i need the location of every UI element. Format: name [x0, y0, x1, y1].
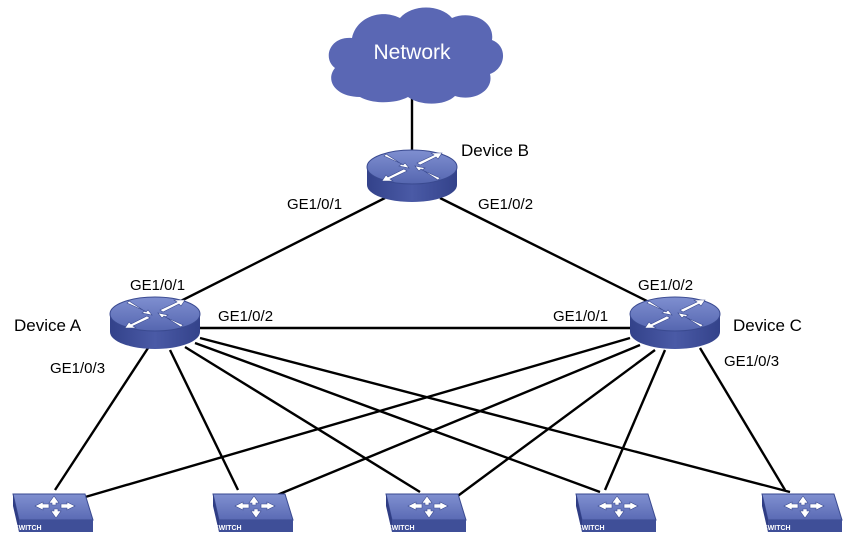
link-c-sw3 — [454, 349, 656, 499]
device-a-port3: GE1/0/3 — [50, 360, 105, 377]
link-a-sw4 — [194, 341, 601, 494]
device-b-name: Device B — [461, 141, 529, 160]
device-b-port2: GE1/0/2 — [478, 196, 533, 213]
device-c: Device C GE1/0/1 GE1/0/2 GE1/0/3 — [553, 277, 802, 370]
switch-4: SWITCH — [575, 493, 657, 533]
network-label: Network — [373, 41, 451, 64]
link-c-sw2 — [264, 343, 641, 502]
router-icon — [629, 296, 721, 350]
access-switches: SWITCH SWITCH SWITCH SWITCH SWITCH — [12, 493, 843, 533]
device-a: Device A GE1/0/1 GE1/0/2 GE1/0/3 — [14, 277, 273, 377]
router-icon — [366, 149, 458, 203]
switch-label: SWITCH — [577, 525, 605, 532]
device-c-port1: GE1/0/1 — [553, 308, 608, 325]
link-c-sw1 — [74, 336, 631, 502]
device-a-port1: GE1/0/1 — [130, 277, 185, 294]
device-b: Device B GE1/0/1 GE1/0/2 — [287, 141, 533, 213]
link-b-c — [439, 196, 676, 317]
switch-label: SWITCH — [763, 525, 791, 532]
switch-1: SWITCH — [12, 493, 94, 533]
link-b-a — [152, 196, 386, 317]
switch-2: SWITCH — [212, 493, 294, 533]
device-a-name: Device A — [14, 316, 82, 335]
device-c-port2: GE1/0/2 — [638, 277, 693, 294]
switch-3: SWITCH — [385, 493, 467, 533]
link-c-sw5 — [698, 347, 787, 491]
switch-label: SWITCH — [214, 525, 242, 532]
link-a-sw1 — [53, 344, 152, 491]
link-a-sw2 — [168, 349, 240, 491]
switch-label: SWITCH — [14, 525, 42, 532]
device-c-name: Device C — [733, 316, 802, 335]
router-icon — [109, 296, 201, 350]
link-a-sw5 — [199, 336, 791, 494]
network-cloud: Network — [328, 7, 504, 104]
links — [53, 95, 791, 502]
switch-label: SWITCH — [387, 525, 415, 532]
link-a-sw3 — [184, 345, 421, 494]
device-b-port1: GE1/0/1 — [287, 196, 342, 213]
switch-5: SWITCH — [761, 493, 843, 533]
device-a-port2: GE1/0/2 — [218, 308, 273, 325]
device-c-port3: GE1/0/3 — [724, 353, 779, 370]
link-c-sw4 — [603, 349, 667, 491]
